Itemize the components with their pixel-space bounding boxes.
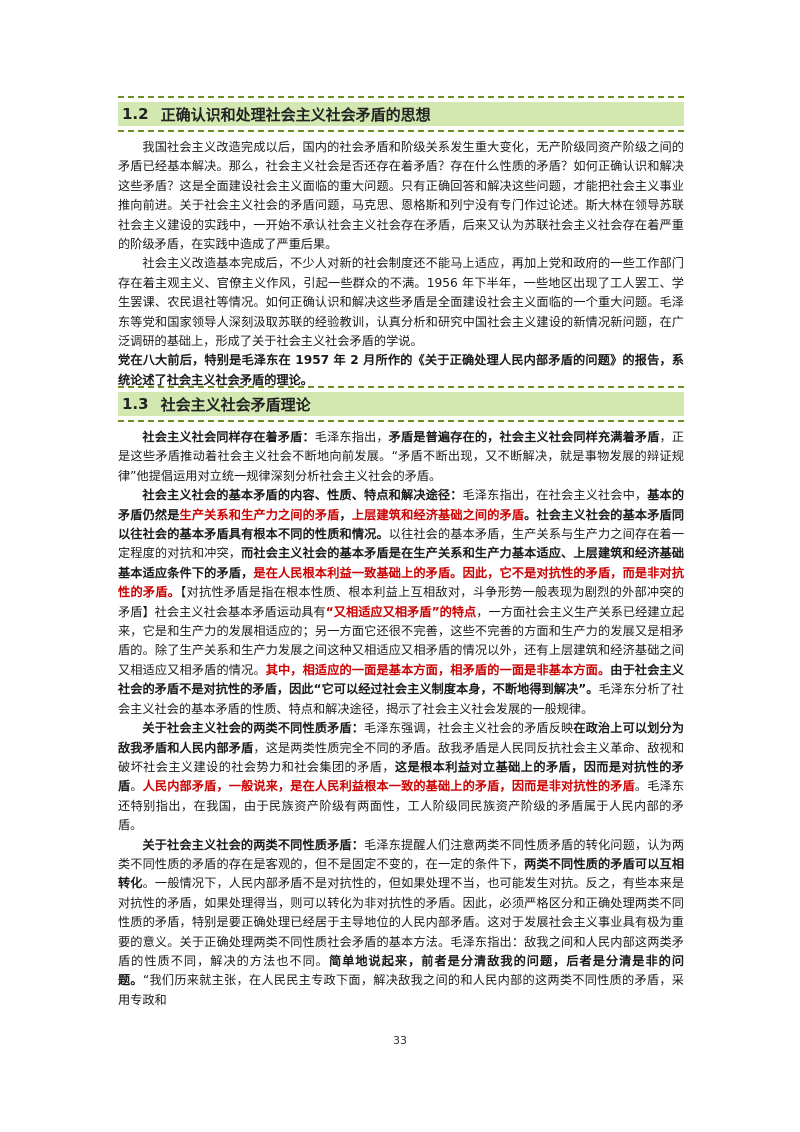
dashed-rule	[118, 386, 684, 388]
text-run: ，正是这些矛盾推动着社会主义社会不断地向前发展。“矛盾不断出现，又不断解决，就是…	[118, 430, 685, 483]
text-run: ，一方面社会主义生产关系已经建立起来，它是和生产力的发展相适应的；另一方面它还很…	[118, 604, 685, 677]
red-emphasis-run: 其中，相适应的一面是基本方面，相矛盾的一面是非基本方面。	[265, 662, 611, 677]
red-emphasis-run: 是在人民根本利益一致基础上的矛盾。因此，它不是对抗性的矛盾，而是非对抗性的矛盾。	[118, 565, 685, 600]
bold-text-run: 社会主义社会的基本矛盾的内容、性质、特点和解决途径：	[142, 488, 463, 503]
bold-text-run: ，	[339, 507, 352, 522]
paragraph-contradiction-exists: 社会主义社会同样存在着矛盾：毛泽东指出，矛盾是普遍存在的，社会主义社会同样充满着…	[118, 428, 684, 486]
red-emphasis-run: “又相适应又相矛盾”的特点	[325, 604, 477, 619]
bold-text-run: 由于社会主义社会的矛盾不是对抗性的矛盾，因此“它可以经过社会主义制度本身，不断地…	[118, 662, 685, 697]
section-title: 正确认识和处理社会主义社会矛盾的思想	[160, 105, 431, 124]
text-run: 。毛泽东还特别指出，在我国，由于民族资产阶级有两面性，工人阶级同民族资产阶级的矛…	[118, 779, 685, 833]
section-number: 1.3	[122, 395, 149, 413]
bold-text-run: 。社会主义社会的基本矛盾同以往社会的基本矛盾具有根本不同的性质和情况。	[118, 507, 685, 542]
bold-text-run: 基本的矛盾仍然是	[118, 488, 685, 522]
dashed-rule	[118, 96, 684, 98]
section-1-2-body: 我国社会主义改造完成以后，国内的社会矛盾和阶级关系发生重大变化，无产阶级同资产阶…	[118, 138, 684, 390]
text-run: 毛泽东指出，	[314, 430, 389, 444]
heading-bar: 1.2 正确认识和处理社会主义社会矛盾的思想	[118, 102, 684, 126]
page-number: 33	[393, 1034, 407, 1047]
bold-text-run: 社会主义社会同样存在着矛盾：	[142, 430, 315, 444]
text-run: 毛泽东提醒人们注意两类不同性质矛盾的转化问题，认为两类不同性质的矛盾的存在是客观…	[118, 837, 685, 871]
text-run: 毛泽东指出，在社会主义社会中，	[462, 488, 648, 503]
bold-text-run: 而社会主义社会的基本矛盾是在生产关系和生产力基本适应、上层建筑和经济基础基本适应…	[118, 546, 685, 580]
bold-text-run: 矛盾是普遍存在的，社会主义社会同样充满着矛盾	[388, 430, 660, 444]
section-heading-1-2: 1.2 正确认识和处理社会主义社会矛盾的思想	[118, 96, 684, 132]
text-run: 毛泽东强调，社会主义社会的矛盾反映	[364, 721, 574, 736]
bold-text-run: 这是根本利益对立基础上的矛盾，因而是对抗性的矛盾	[118, 759, 684, 794]
bold-text-run: 在政治上可以划分为敌我矛盾和人民内部矛盾	[118, 721, 685, 755]
red-emphasis-run: 上层建筑和经济基础之间的矛盾	[351, 507, 525, 522]
paragraph: 我国社会主义改造完成以后，国内的社会矛盾和阶级关系发生重大变化，无产阶级同资产阶…	[118, 140, 684, 252]
bold-text-run: 简单地说起来，前者是分清敌我的问题，后者是分清是非的问题。	[118, 953, 685, 988]
bold-text-run: 两类不同性质的矛盾可以互相转化	[118, 856, 685, 891]
section-1-3-body: 社会主义社会同样存在着矛盾：毛泽东指出，矛盾是普遍存在的，社会主义社会同样充满着…	[118, 428, 684, 1010]
text-run: 以往社会的基本矛盾，生产关系与生产力之间存在着一定程度的对抗和冲突，	[118, 527, 685, 561]
paragraph-transformation: 关于社会主义社会的两类不同性质矛盾：毛泽东提醒人们注意两类不同性质矛盾的转化问题…	[118, 836, 684, 1011]
text-run: 毛泽东分析了社会主义社会的基本矛盾的性质、特点和解决途径，揭示了社会主义社会发展…	[118, 682, 684, 716]
red-emphasis-run: 生产关系和生产力之间的矛盾	[179, 507, 340, 522]
heading-bar: 1.3 社会主义社会矛盾理论	[118, 392, 684, 416]
bold-paragraph: 党在八大前后，特别是毛泽东在 1957 年 2 月所作的《关于正确处理人民内部矛…	[118, 353, 684, 387]
section-title: 社会主义社会矛盾理论	[160, 395, 311, 414]
paragraph-two-types: 关于社会主义社会的两类不同性质矛盾：毛泽东强调，社会主义社会的矛盾反映在政治上可…	[118, 719, 684, 835]
red-emphasis-run: 人民内部矛盾，一般说来，是在人民利益根本一致的基础上的矛盾，因而是非对抗性的矛盾	[142, 779, 635, 794]
text-run: 【对抗性矛盾是指在根本性质、根本利益上互相敌对，斗争形势一般表现为剧烈的外部冲突…	[118, 585, 685, 619]
text-run: 。	[130, 779, 143, 794]
text-run: “我们历来就主张，在人民民主专政下面，解决敌我之间的和人民内部的这两类不同性质的…	[118, 973, 684, 1007]
dashed-rule	[118, 420, 684, 422]
bold-text-run: 关于社会主义社会的两类不同性质矛盾：	[142, 837, 365, 852]
bold-text-run: 关于社会主义社会的两类不同性质矛盾：	[142, 721, 365, 736]
text-run: ，这是两类性质完全不同的矛盾。敌我矛盾是人民同反抗社会主义革命、敌视和破坏社会主…	[118, 740, 685, 774]
text-run: 。一般情况下，人民内部矛盾不是对抗性的，但如果处理不当，也可能发生对抗。反之，有…	[118, 876, 685, 968]
dashed-rule	[118, 130, 684, 132]
section-number: 1.2	[122, 105, 149, 123]
paragraph: 社会主义改造基本完成后，不少人对新的社会制度还不能马上适应，再加上党和政府的一些…	[118, 256, 684, 349]
section-heading-1-3: 1.3 社会主义社会矛盾理论	[118, 386, 684, 422]
paragraph-basic-contradiction: 社会主义社会的基本矛盾的内容、性质、特点和解决途径：毛泽东指出，在社会主义社会中…	[118, 486, 684, 719]
